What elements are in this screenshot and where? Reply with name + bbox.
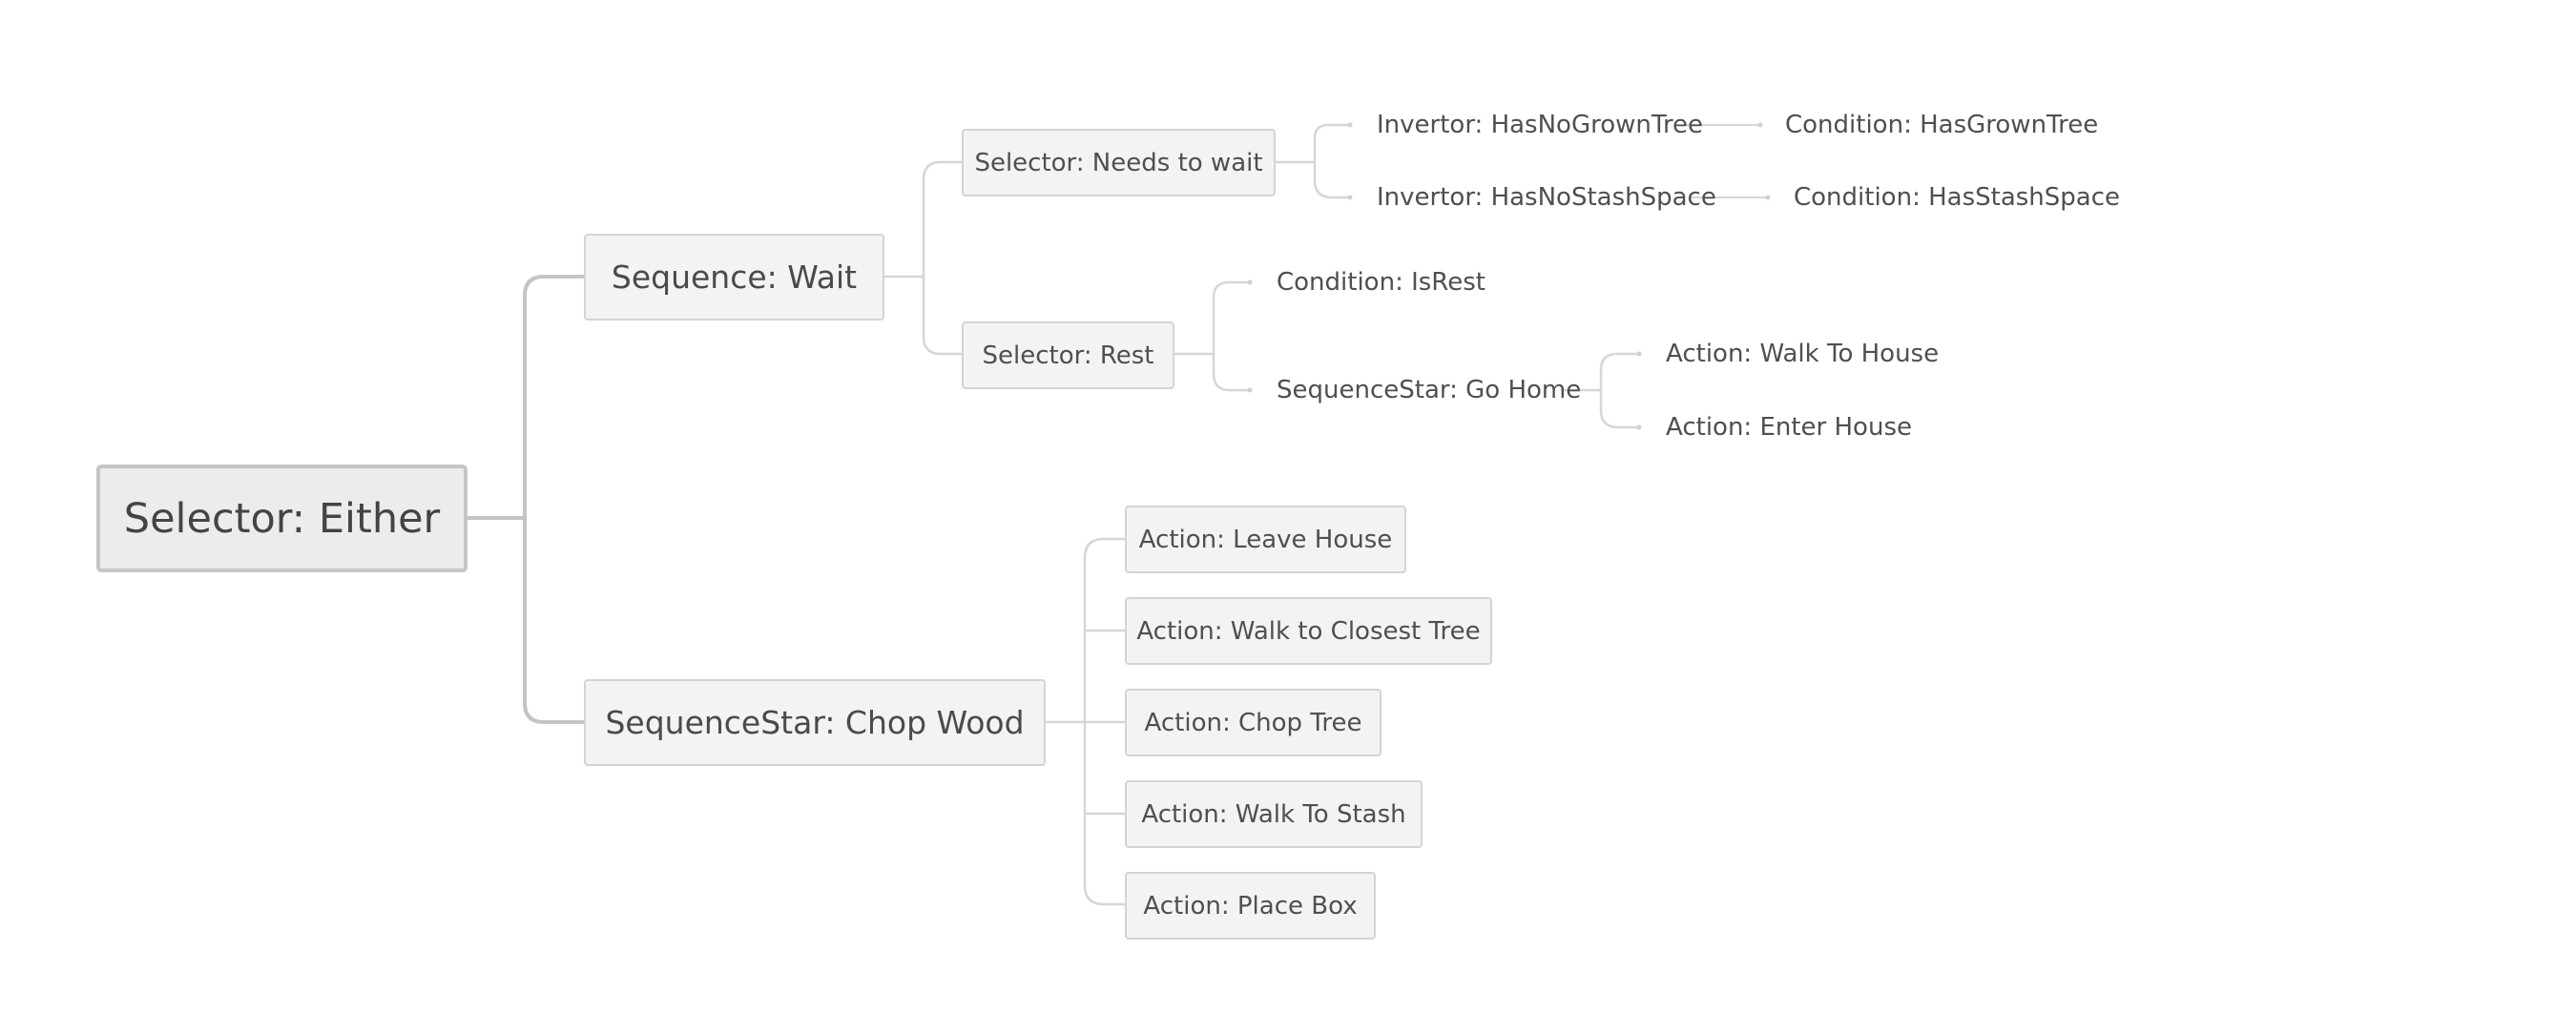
node-selector-rest[interactable]: Selector: Rest xyxy=(962,321,1174,389)
node-condition-has-grown-tree[interactable]: Condition: HasGrownTree xyxy=(1785,111,2099,139)
connector-dot xyxy=(1247,387,1253,393)
node-selector-needs-to-wait[interactable]: Selector: Needs to wait xyxy=(962,129,1276,196)
node-action-walk-to-closest-tree[interactable]: Action: Walk to Closest Tree xyxy=(1125,597,1492,665)
connector-needs-wait-branches xyxy=(1274,123,1352,199)
node-invertor-has-no-stash-space[interactable]: Invertor: HasNoStashSpace xyxy=(1377,183,1716,212)
connector-dot xyxy=(1347,195,1353,200)
node-action-place-box[interactable]: Action: Place Box xyxy=(1125,872,1376,940)
connector-wait-branches xyxy=(883,160,964,356)
node-condition-has-stash-space[interactable]: Condition: HasStashSpace xyxy=(1794,183,2121,212)
node-action-walk-to-house[interactable]: Action: Walk To House xyxy=(1666,340,1940,368)
node-sequence-wait[interactable]: Sequence: Wait xyxy=(584,234,884,321)
connector-dot xyxy=(1247,279,1253,285)
node-sequencestar-chop-wood[interactable]: SequenceStar: Chop Wood xyxy=(584,679,1046,766)
root-node-selector-either[interactable]: Selector: Either xyxy=(96,465,467,572)
connector-root-trunk xyxy=(466,275,586,724)
node-condition-is-rest[interactable]: Condition: IsRest xyxy=(1277,268,1485,297)
connector-dot xyxy=(1757,122,1763,128)
connector-go-home-branches xyxy=(1560,352,1641,429)
node-action-leave-house[interactable]: Action: Leave House xyxy=(1125,506,1406,573)
node-action-walk-to-stash[interactable]: Action: Walk To Stash xyxy=(1125,780,1423,848)
node-action-enter-house[interactable]: Action: Enter House xyxy=(1666,413,1912,442)
connector-rest-branches xyxy=(1173,280,1252,392)
connector-dot xyxy=(1636,424,1642,430)
node-invertor-has-no-grown-tree[interactable]: Invertor: HasNoGrownTree xyxy=(1377,111,1704,139)
node-action-chop-tree[interactable]: Action: Chop Tree xyxy=(1125,689,1381,756)
node-sequencestar-go-home[interactable]: SequenceStar: Go Home xyxy=(1277,376,1582,404)
connector-dot xyxy=(1636,351,1642,357)
connector-chop-wood-branches xyxy=(1044,537,1127,906)
connector-dot xyxy=(1347,122,1353,128)
connector-dot xyxy=(1765,195,1771,200)
